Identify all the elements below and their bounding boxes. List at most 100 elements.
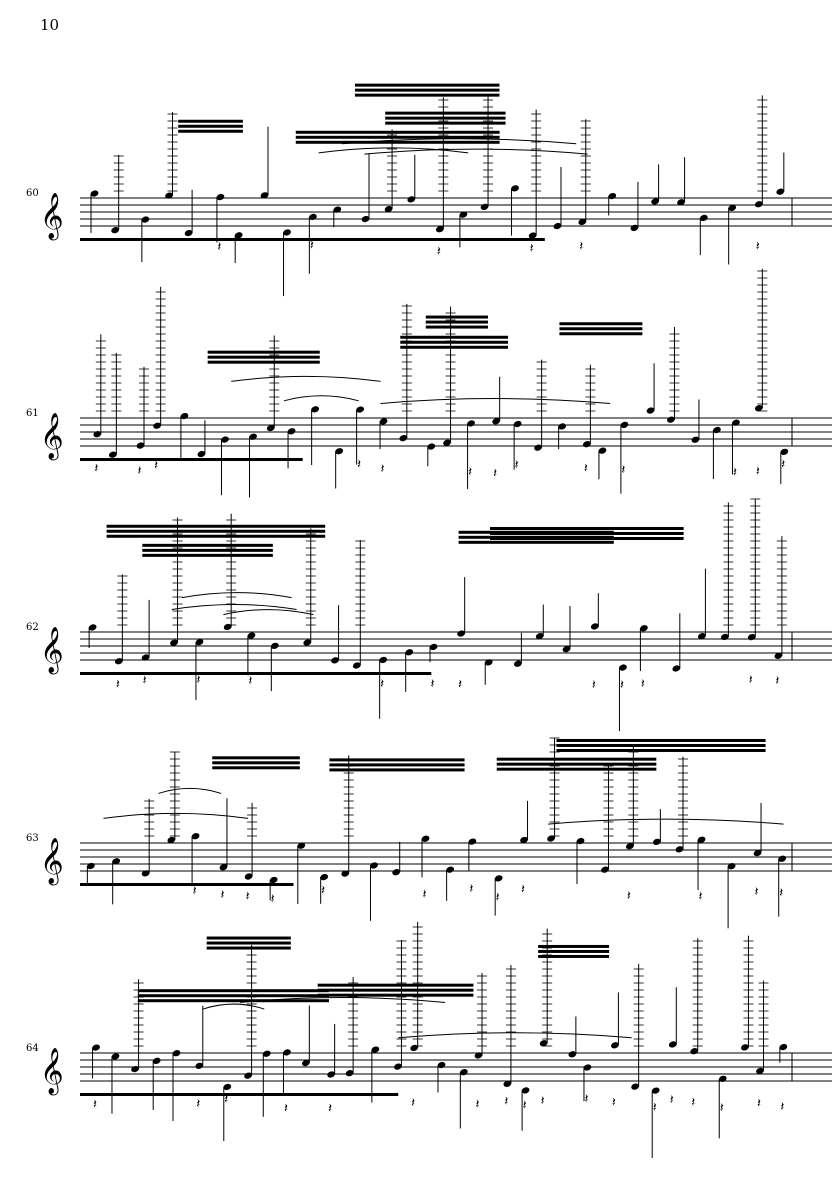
note-head <box>320 873 329 881</box>
note-head <box>379 656 388 664</box>
beam <box>142 548 273 552</box>
beam <box>556 743 766 747</box>
rest: 𝄽 <box>380 677 384 692</box>
note-head <box>756 1067 764 1075</box>
beam <box>137 999 330 1003</box>
note-head <box>698 633 706 640</box>
beam <box>538 944 610 948</box>
rest: 𝄽 <box>321 883 325 898</box>
note-head <box>459 1069 468 1076</box>
note-head <box>651 1087 660 1094</box>
beam <box>317 993 474 997</box>
note-head <box>534 444 543 451</box>
rest: 𝄽 <box>579 239 583 254</box>
note-head <box>153 422 162 429</box>
rest: 𝄽 <box>411 1096 415 1111</box>
rest: 𝄽 <box>431 677 435 692</box>
beam <box>354 83 500 87</box>
rest: 𝄽 <box>138 464 142 479</box>
note-head <box>249 433 257 440</box>
beam <box>106 534 326 538</box>
note-head <box>732 419 740 426</box>
note-head <box>136 442 145 449</box>
note-head <box>754 405 763 412</box>
note-head <box>370 862 378 869</box>
rest: 𝄽 <box>755 885 759 900</box>
note-head <box>283 1049 291 1056</box>
note-head <box>672 665 681 672</box>
note-head <box>457 630 466 637</box>
rest: 𝄽 <box>220 888 224 903</box>
rest: 𝄽 <box>523 1099 527 1114</box>
rest: 𝄽 <box>423 888 427 903</box>
beam <box>295 135 500 139</box>
note-head <box>165 192 173 199</box>
note-head <box>172 1050 181 1057</box>
rest: 𝄽 <box>757 1097 761 1112</box>
rest: 𝄽 <box>621 463 625 478</box>
rest: 𝄽 <box>775 674 779 689</box>
note-head <box>780 448 789 455</box>
note-head <box>513 420 522 428</box>
note-head <box>141 870 150 877</box>
note-head <box>511 185 519 192</box>
rest: 𝄽 <box>699 890 703 905</box>
note-head <box>195 1062 204 1069</box>
rest: 𝄽 <box>246 889 250 904</box>
note-head <box>152 1057 161 1064</box>
rest: 𝄽 <box>641 677 645 692</box>
slur <box>380 398 611 405</box>
note-head <box>520 836 528 844</box>
rest: 𝄽 <box>357 457 361 472</box>
note-head <box>728 204 737 212</box>
note-head <box>667 416 675 423</box>
note-head <box>720 633 729 641</box>
note-head <box>651 198 660 205</box>
note-head <box>221 436 229 443</box>
note-head <box>131 1065 139 1073</box>
note-head <box>111 1053 120 1060</box>
note-head <box>480 203 489 211</box>
note-head <box>270 642 279 649</box>
treble-clef: 𝄞 <box>40 838 64 886</box>
beam <box>538 954 610 958</box>
beam <box>538 949 610 953</box>
note-head <box>327 1071 336 1078</box>
note-head <box>443 439 451 446</box>
note-head <box>269 876 278 884</box>
rest: 𝄽 <box>620 678 624 693</box>
note-head <box>514 660 522 667</box>
beam <box>496 762 657 766</box>
note-head <box>467 420 475 427</box>
note-head <box>576 837 585 845</box>
note-head <box>170 639 178 646</box>
beam <box>178 124 243 128</box>
note-head <box>331 657 339 664</box>
rest: 𝄽 <box>469 882 473 897</box>
rest: 𝄽 <box>749 673 753 688</box>
treble-clef: 𝄞 <box>40 1048 64 1096</box>
beam <box>385 116 506 120</box>
note-head <box>111 227 120 234</box>
note-head <box>535 633 544 640</box>
beam <box>317 983 474 987</box>
beam <box>400 335 509 339</box>
note-head <box>468 838 477 845</box>
rest: 𝄽 <box>733 466 737 481</box>
beam <box>458 530 614 534</box>
rest: 𝄽 <box>93 1097 97 1112</box>
note-head <box>521 1087 530 1094</box>
note-head <box>352 662 361 669</box>
page-number: 10 <box>40 16 60 34</box>
beam <box>354 93 500 97</box>
slur <box>318 147 469 154</box>
note-head <box>244 1072 252 1079</box>
slur <box>103 812 249 819</box>
slur <box>283 395 359 402</box>
beam <box>142 553 273 557</box>
beam <box>212 761 300 765</box>
note-head <box>611 1042 619 1049</box>
note-head <box>88 624 97 631</box>
measure-number: 61 <box>26 408 39 419</box>
